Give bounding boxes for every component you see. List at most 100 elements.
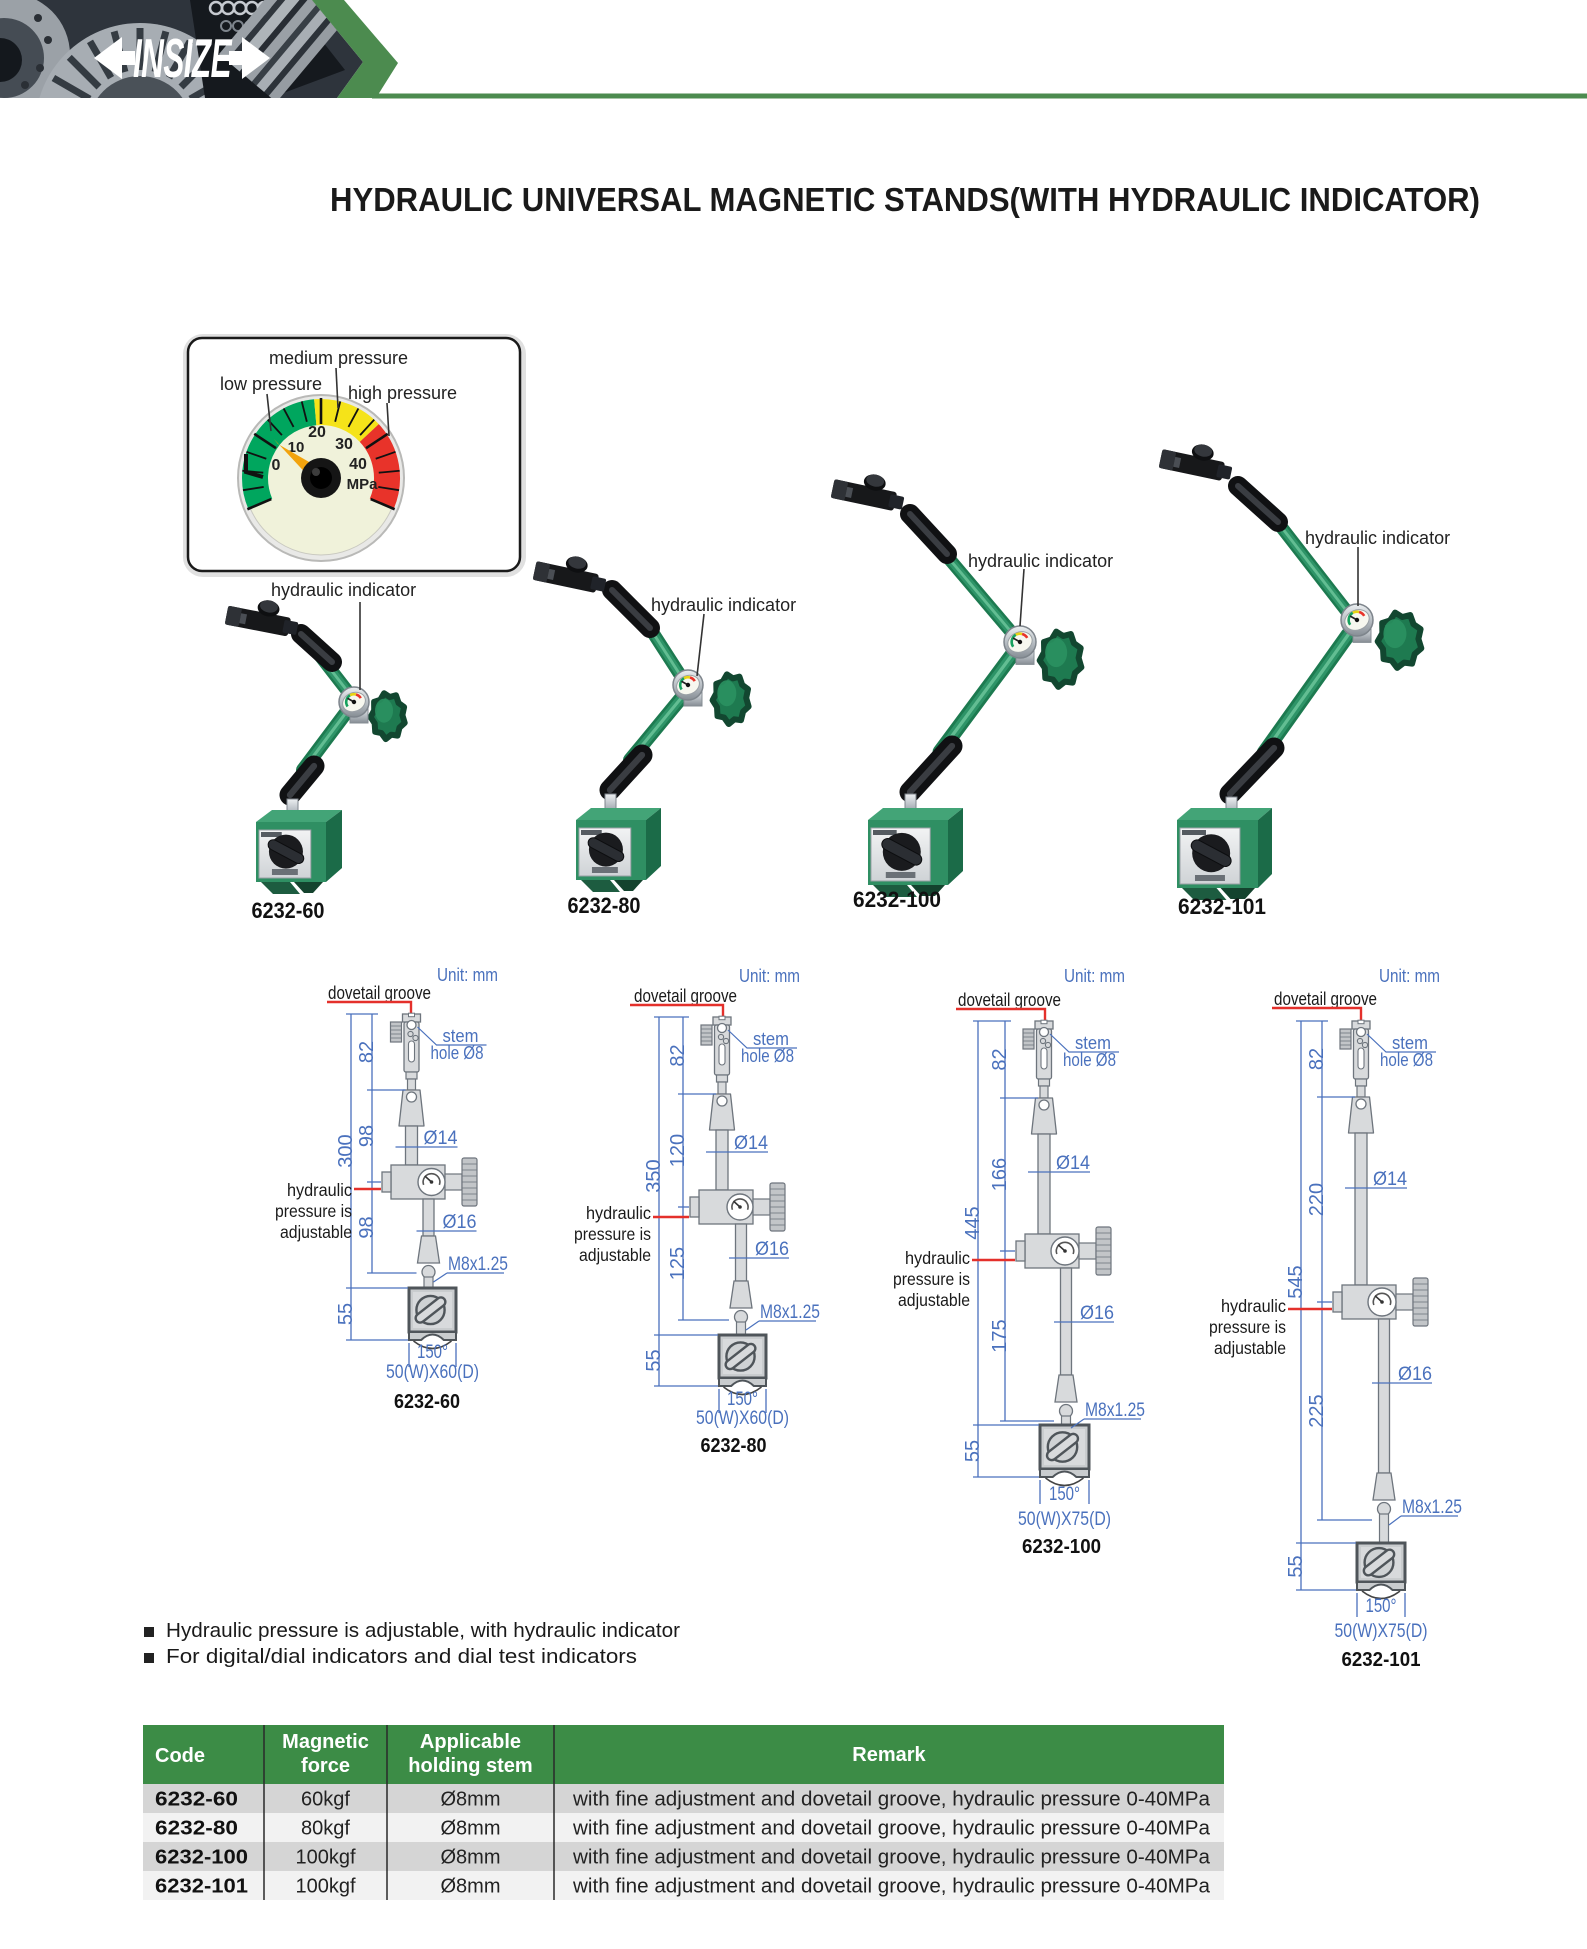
svg-text:Ø16: Ø16: [1398, 1364, 1432, 1385]
svg-text:Unit: mm: Unit: mm: [1379, 966, 1440, 986]
svg-text:hydraulic indicator: hydraulic indicator: [968, 551, 1113, 571]
svg-text:6232-100: 6232-100: [1022, 1536, 1101, 1558]
svg-text:HYDRAULIC UNIVERSAL MAGNETIC S: HYDRAULIC UNIVERSAL MAGNETIC STANDS(WITH…: [330, 181, 1480, 218]
svg-text:6232-80: 6232-80: [568, 893, 641, 918]
svg-text:Unit: mm: Unit: mm: [1064, 966, 1125, 986]
svg-text:6232-80: 6232-80: [701, 1435, 767, 1457]
svg-text:hydraulic indicator: hydraulic indicator: [651, 595, 796, 615]
svg-text:Ø16: Ø16: [1080, 1303, 1114, 1324]
svg-text:Ø14: Ø14: [1373, 1169, 1407, 1190]
svg-text:pressure is: pressure is: [275, 1201, 352, 1221]
svg-text:82: 82: [989, 1048, 1011, 1070]
svg-text:6232-60: 6232-60: [394, 1391, 460, 1413]
svg-text:hole Ø8: hole Ø8: [431, 1043, 484, 1063]
svg-text:high pressure: high pressure: [348, 383, 457, 403]
svg-text:medium pressure: medium pressure: [269, 348, 408, 368]
svg-text:6232-100: 6232-100: [853, 887, 941, 912]
svg-text:120: 120: [667, 1134, 689, 1167]
svg-text:with fine adjustment and dovet: with fine adjustment and dovetail groove…: [572, 1789, 1211, 1811]
svg-text:350: 350: [643, 1159, 665, 1192]
svg-text:adjustable: adjustable: [898, 1290, 970, 1310]
svg-text:6232-60: 6232-60: [155, 1789, 238, 1811]
svg-text:150°: 150°: [1366, 1596, 1397, 1617]
svg-text:adjustable: adjustable: [280, 1222, 352, 1242]
svg-text:166: 166: [989, 1158, 1011, 1191]
svg-text:55: 55: [962, 1440, 984, 1462]
svg-text:M8x1.25: M8x1.25: [760, 1302, 820, 1323]
svg-text:hydraulic: hydraulic: [287, 1180, 352, 1200]
svg-text:hydraulic: hydraulic: [1221, 1296, 1286, 1316]
svg-text:INSIZE: INSIZE: [133, 27, 233, 89]
svg-text:55: 55: [643, 1349, 665, 1371]
svg-text:dovetail groove: dovetail groove: [328, 983, 431, 1003]
svg-text:150°: 150°: [1049, 1484, 1080, 1505]
svg-text:60kgf: 60kgf: [301, 1789, 350, 1811]
svg-text:50(W)X75(D): 50(W)X75(D): [1018, 1509, 1111, 1530]
svg-text:adjustable: adjustable: [579, 1245, 651, 1265]
svg-text:Hydraulic pressure is adjustab: Hydraulic pressure is adjustable, with h…: [166, 1619, 680, 1642]
svg-text:with fine adjustment and dovet: with fine adjustment and dovetail groove…: [572, 1818, 1211, 1840]
svg-text:pressure is: pressure is: [574, 1224, 651, 1244]
svg-text:M8x1.25: M8x1.25: [448, 1254, 508, 1275]
svg-text:30: 30: [335, 436, 353, 453]
svg-text:20: 20: [308, 424, 326, 441]
svg-text:dovetail groove: dovetail groove: [634, 986, 737, 1006]
svg-text:stem: stem: [443, 1026, 479, 1046]
svg-text:10: 10: [288, 439, 305, 456]
svg-text:40: 40: [349, 456, 367, 473]
svg-text:adjustable: adjustable: [1214, 1338, 1286, 1358]
svg-text:Ø8mm: Ø8mm: [441, 1818, 501, 1840]
svg-text:pressure is: pressure is: [1209, 1317, 1286, 1337]
svg-text:MPa: MPa: [347, 476, 379, 493]
svg-text:Ø16: Ø16: [443, 1212, 477, 1233]
svg-text:holding stem: holding stem: [408, 1755, 532, 1777]
svg-text:82: 82: [1306, 1048, 1328, 1070]
svg-text:220: 220: [1306, 1183, 1328, 1216]
svg-text:100kgf: 100kgf: [295, 1876, 355, 1898]
svg-text:with fine adjustment and dovet: with fine adjustment and dovetail groove…: [572, 1876, 1211, 1898]
svg-text:hole Ø8: hole Ø8: [1063, 1050, 1116, 1070]
svg-text:Magnetic: Magnetic: [282, 1731, 369, 1753]
svg-text:hydraulic indicator: hydraulic indicator: [1305, 528, 1450, 548]
svg-text:55: 55: [335, 1303, 357, 1325]
svg-text:low pressure: low pressure: [220, 374, 322, 394]
svg-text:stem: stem: [753, 1029, 789, 1049]
svg-text:hydraulic indicator: hydraulic indicator: [271, 580, 416, 600]
svg-text:6232-80: 6232-80: [155, 1818, 238, 1840]
svg-text:Unit: mm: Unit: mm: [437, 965, 498, 985]
svg-text:Ø16: Ø16: [755, 1239, 789, 1260]
svg-text:Ø14: Ø14: [1056, 1153, 1090, 1174]
svg-text:Ø8mm: Ø8mm: [441, 1789, 501, 1811]
svg-text:Ø14: Ø14: [734, 1133, 768, 1154]
svg-text:hole Ø8: hole Ø8: [1380, 1050, 1433, 1070]
svg-text:545: 545: [1285, 1265, 1307, 1298]
svg-text:M8x1.25: M8x1.25: [1402, 1497, 1462, 1518]
svg-text:445: 445: [962, 1206, 984, 1239]
svg-text:stem: stem: [1075, 1033, 1111, 1053]
svg-text:100kgf: 100kgf: [295, 1847, 355, 1869]
svg-text:hole Ø8: hole Ø8: [741, 1046, 794, 1066]
svg-text:Ø8mm: Ø8mm: [441, 1847, 501, 1869]
svg-text:50(W)X60(D): 50(W)X60(D): [696, 1408, 789, 1429]
svg-text:150°: 150°: [417, 1342, 448, 1363]
svg-text:Unit: mm: Unit: mm: [739, 966, 800, 986]
svg-text:150°: 150°: [727, 1389, 758, 1410]
svg-text:hydraulic: hydraulic: [905, 1248, 970, 1268]
svg-text:80kgf: 80kgf: [301, 1818, 350, 1840]
svg-text:dovetail groove: dovetail groove: [1274, 989, 1377, 1009]
svg-text:225: 225: [1306, 1394, 1328, 1427]
svg-text:6232-60: 6232-60: [252, 898, 325, 923]
svg-text:82: 82: [356, 1041, 378, 1063]
svg-text:Code: Code: [155, 1745, 205, 1767]
svg-text:hydraulic: hydraulic: [586, 1203, 651, 1223]
svg-text:pressure is: pressure is: [893, 1269, 970, 1289]
svg-text:82: 82: [667, 1044, 689, 1066]
svg-text:98: 98: [356, 1216, 378, 1238]
svg-text:M8x1.25: M8x1.25: [1085, 1400, 1145, 1421]
svg-text:Remark: Remark: [852, 1744, 926, 1766]
svg-text:For digital/dial indicators an: For digital/dial indicators and dial tes…: [166, 1645, 637, 1668]
svg-text:with fine adjustment and dovet: with fine adjustment and dovetail groove…: [572, 1847, 1211, 1869]
svg-text:175: 175: [989, 1319, 1011, 1352]
svg-text:6232-101: 6232-101: [1178, 894, 1266, 919]
svg-text:Ø8mm: Ø8mm: [441, 1876, 501, 1898]
